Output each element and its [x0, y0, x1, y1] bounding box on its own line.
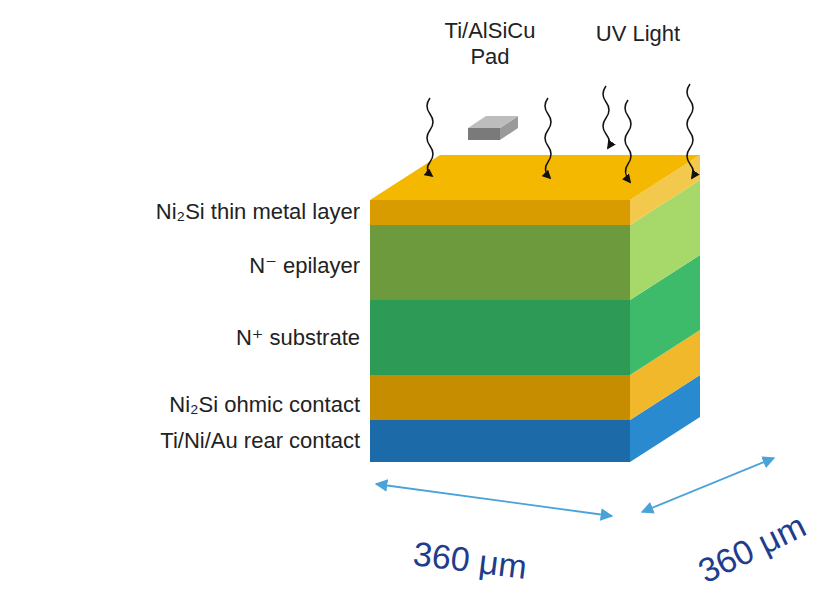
thin-metal-front — [370, 200, 630, 225]
epilayer-front — [370, 225, 630, 300]
width-dimension — [376, 484, 612, 516]
substrate-front — [370, 300, 630, 375]
layer-label: N⁻ epilayer — [249, 253, 360, 279]
layer-label: N⁺ substrate — [236, 325, 360, 351]
pad-top — [468, 116, 518, 128]
uv-rays — [427, 84, 694, 182]
layer-label: Ni₂Si ohmic contact — [169, 392, 360, 418]
pad-front — [468, 128, 500, 140]
rear-contact-front — [370, 420, 630, 462]
dimension-label: 360 μm — [411, 533, 529, 587]
light-label: UV Light — [596, 21, 680, 47]
layer-label: Ti/Ni/Au rear contact — [160, 428, 360, 454]
depth-dimension — [642, 458, 774, 512]
ohmic-contact-front — [370, 375, 630, 420]
dimension-label: 360 μm — [692, 505, 812, 592]
layer-label: Ni₂Si thin metal layer — [156, 199, 360, 225]
pad-label: Ti/AlSiCu Pad — [435, 18, 545, 71]
thin-metal-top — [370, 155, 700, 200]
